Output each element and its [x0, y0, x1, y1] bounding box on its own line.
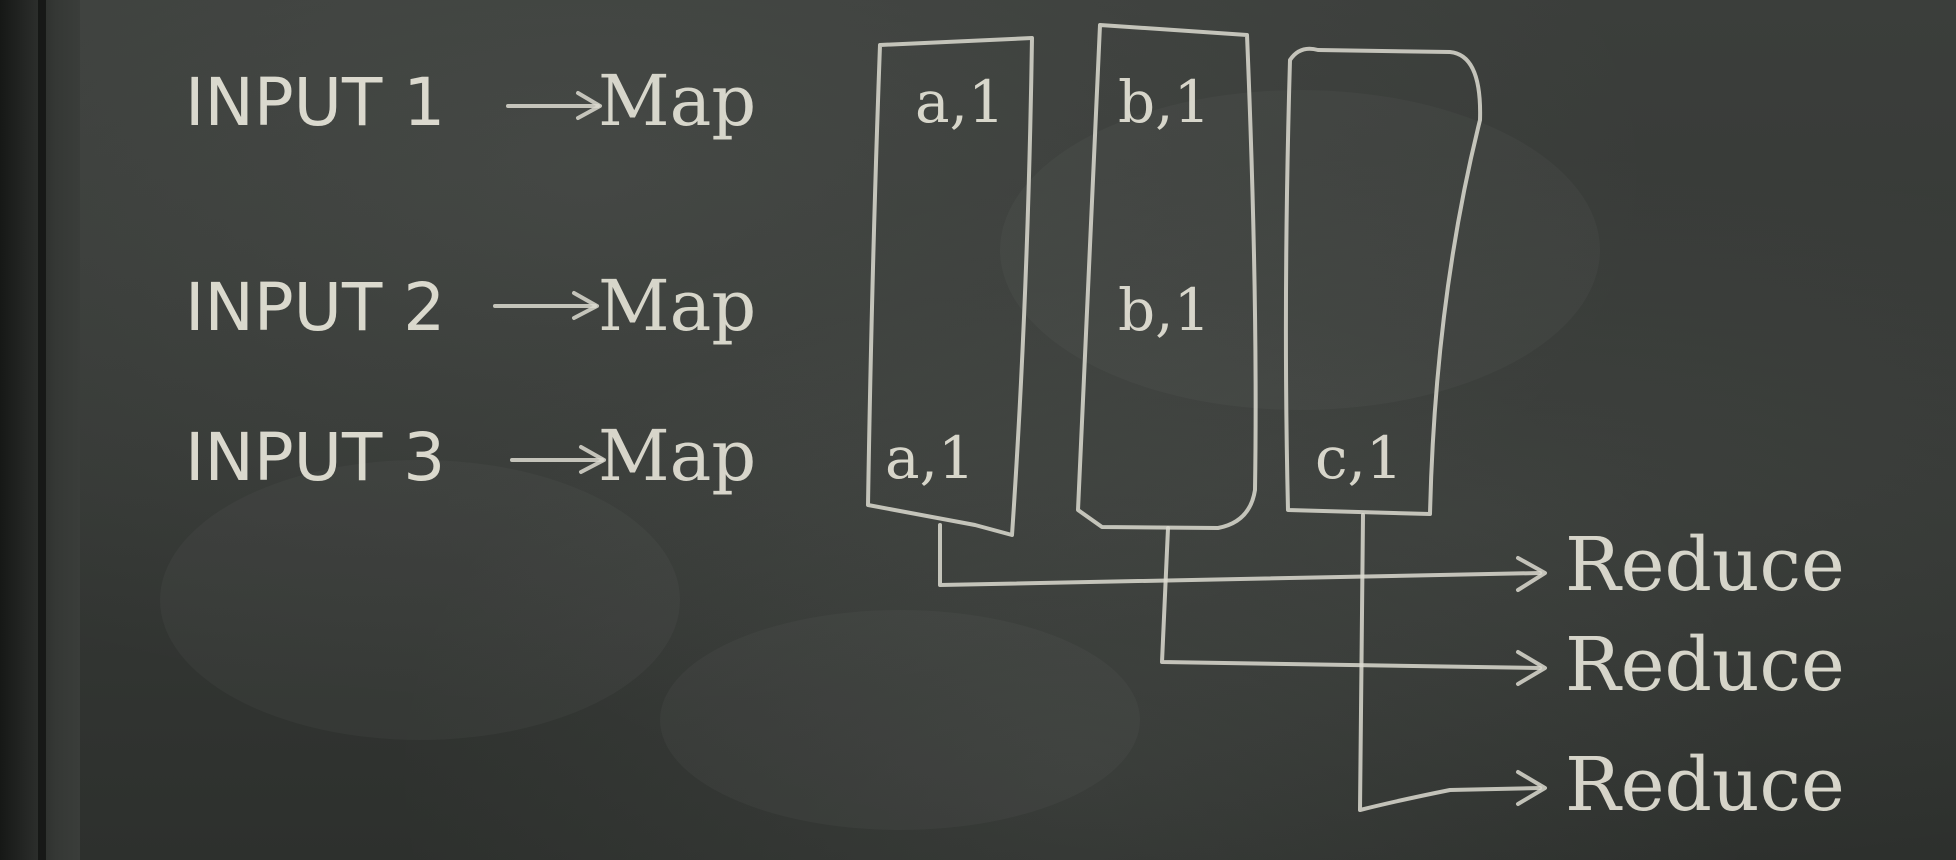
route-to-reducer-2: [1160, 526, 1547, 686]
map-2-label: Map: [598, 265, 756, 347]
partition-c-box: [1283, 46, 1483, 516]
input-3-arrow: [510, 445, 606, 474]
pair-a-1: a,1: [915, 68, 1005, 136]
eraser-smudge: [660, 610, 1140, 830]
pair-b-2: b,1: [1118, 276, 1210, 344]
pair-c-1: c,1: [1315, 424, 1403, 492]
map-1-label: Map: [598, 60, 756, 142]
eraser-smudge: [160, 460, 680, 740]
partition-b-box: [1076, 23, 1258, 530]
eraser-smudge: [1000, 90, 1600, 410]
route-to-reducer-3: [1358, 513, 1547, 812]
board-frame-edge: [38, 0, 46, 860]
pair-b-1: b,1: [1118, 68, 1210, 136]
reducer-1-label: Reduce: [1565, 522, 1845, 608]
pair-a-2: a,1: [885, 424, 975, 492]
input-1-arrow: [506, 91, 602, 120]
reducer-2-label: Reduce: [1565, 622, 1845, 708]
partition-a-box: [866, 36, 1034, 537]
reducer-3-label: Reduce: [1565, 742, 1845, 828]
map-3-label: Map: [598, 415, 756, 497]
input-3-label: INPUT 3: [185, 419, 445, 496]
input-1-label: INPUT 1: [185, 64, 445, 141]
input-2-label: INPUT 2: [185, 269, 445, 346]
route-to-reducer-1: [938, 523, 1547, 592]
input-2-arrow: [493, 291, 599, 320]
